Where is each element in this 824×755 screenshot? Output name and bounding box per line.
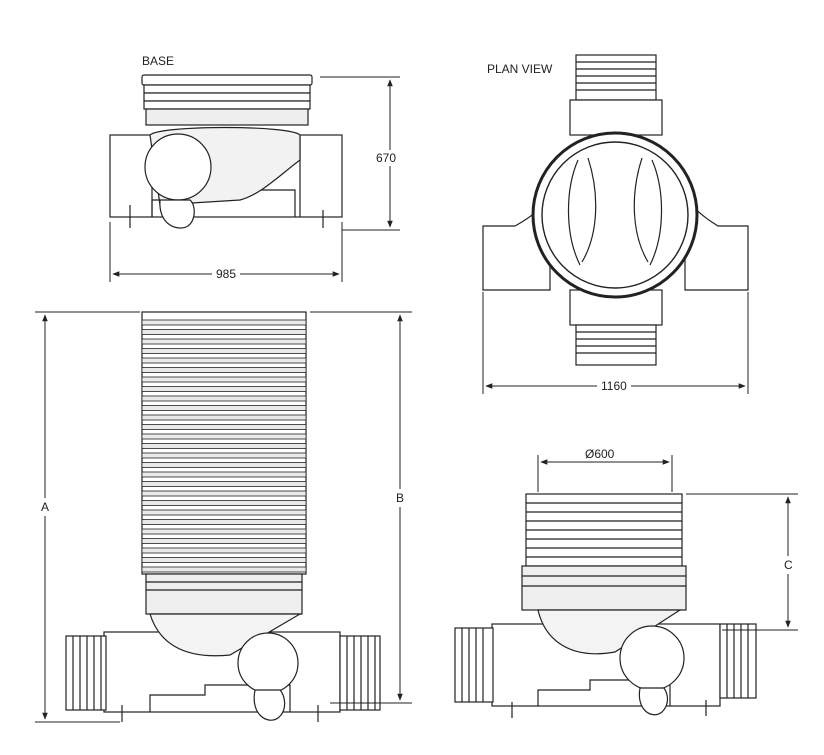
dimension-b-label: B [395,489,406,507]
plan-width-dimension: 1160 [597,379,631,393]
riser-corrugation-ring [141,500,307,506]
riser-corrugation-ring [141,414,307,421]
riser-corrugation-ring [141,471,307,478]
riser-corrugation-ring [141,452,307,459]
assembly-dimensions [35,311,412,723]
assembly-outlet-circle [237,632,299,694]
short-outlet-circle [619,625,685,691]
assembly-elevation-view [65,311,381,722]
riser-corrugation-ring [141,481,307,487]
riser-corrugation-ring [141,319,307,326]
base-socket [141,74,313,126]
base-elevation-view [109,74,343,229]
riser-corrugation-ring [141,557,307,563]
assembly-left-pipe [65,635,107,711]
plan-top-pipe [569,54,663,136]
base-inlet-circle [144,133,212,201]
riser-corrugation-ring [141,462,307,468]
plan-bottom-pipe [569,289,663,366]
riser-corrugation-ring [141,395,307,402]
base-height-dimension: 670 [376,150,397,166]
assembly-riser [141,311,307,615]
riser-corrugation-ring [141,338,307,345]
riser-corrugation-ring [141,509,307,516]
plan-view [482,54,749,366]
base-title: BASE [142,54,175,68]
riser-corrugation-ring [141,386,307,392]
riser-corrugation-ring [141,528,307,535]
riser-corrugation-ring [141,405,307,411]
short-assembly-view [454,493,757,718]
dimension-c-label: C [783,556,794,574]
riser-corrugation-ring [141,547,307,554]
dimension-a-label: A [40,498,51,516]
riser-corrugation-ring [141,424,307,430]
riser-corrugation-ring [141,519,307,525]
short-left-pipe [454,627,494,703]
plan-view-title: PLAN VIEW [487,62,553,76]
riser-corrugation-ring [141,348,307,354]
base-width-dimension: 985 [212,267,241,281]
riser-corrugation-ring [141,538,307,544]
assembly-right-pipe [339,635,381,711]
riser-corrugation-ring [141,566,307,573]
riser-diameter-dimension: Ø600 [585,447,615,461]
riser-corrugation-ring [141,433,307,440]
riser-corrugation-ring [141,367,307,373]
riser-corrugation-ring [141,357,307,364]
riser-corrugation-ring [141,376,307,383]
riser-corrugation-ring [141,329,307,335]
riser-corrugation-ring [141,490,307,497]
short-right-pipe [719,623,757,699]
short-riser [521,493,687,611]
riser-corrugation-ring [141,443,307,449]
